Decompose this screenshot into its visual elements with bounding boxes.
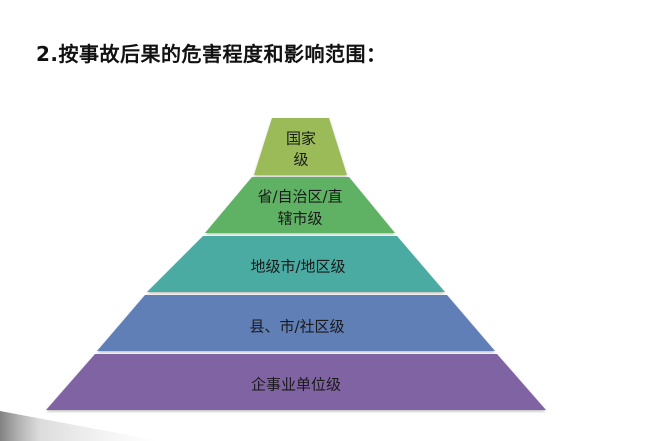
tier-shape-enterprise — [46, 354, 546, 410]
tier-shape-provincial — [205, 177, 395, 233]
tier-label-provincial-line1: 省/自治区/直 — [257, 188, 342, 206]
tier-shape-county — [97, 295, 495, 351]
pyramid-tier-national: 国家 级 — [254, 118, 347, 175]
slide-title: 2.按事故后果的危害程度和影响范围： — [36, 42, 387, 66]
tier-label-enterprise: 企事业单位级 — [251, 376, 341, 394]
pyramid-tier-county: 县、市/社区级 — [97, 295, 495, 351]
pyramid-tier-enterprise: 企事业单位级 — [46, 354, 546, 410]
pyramid-tier-prefecture: 地级市/地区级 — [147, 236, 445, 292]
tier-label-national-line1: 国家 — [286, 130, 316, 148]
tier-label-provincial-line2: 辖市级 — [277, 210, 322, 228]
tier-label-county: 县、市/社区级 — [249, 318, 344, 336]
tier-shape-national — [254, 118, 347, 175]
pyramid-tier-provincial: 省/自治区/直 辖市级 — [205, 177, 395, 233]
tier-label-prefecture: 地级市/地区级 — [250, 258, 345, 276]
tier-shape-prefecture — [147, 236, 445, 292]
slide-corner-shadow — [0, 411, 160, 441]
tier-label-national-line2: 级 — [293, 151, 308, 169]
